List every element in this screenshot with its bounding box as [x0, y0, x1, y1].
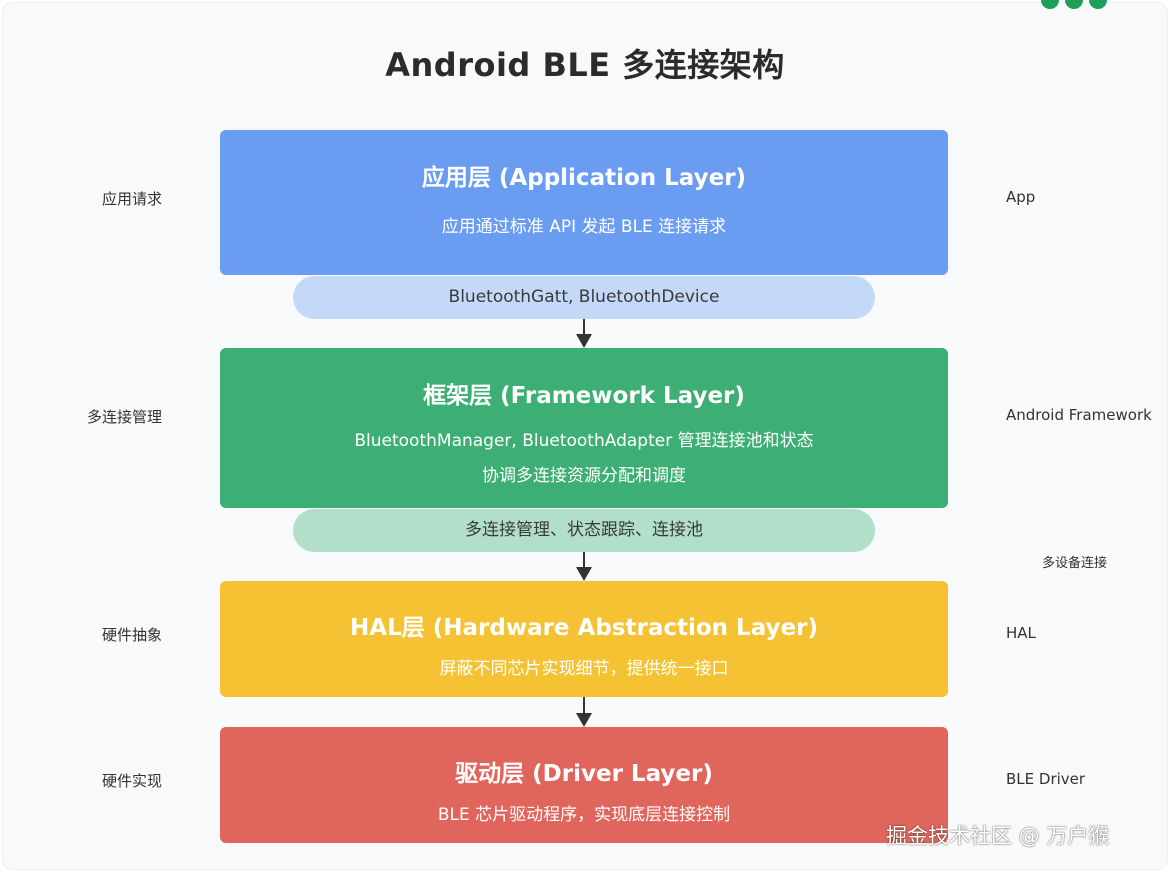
dot-icon [1041, 0, 1059, 9]
application-layer-box: 应用层 (Application Layer) 应用通过标准 API 发起 BL… [220, 130, 948, 275]
window-dots [1041, 0, 1107, 9]
hal-layer-title: HAL层 (Hardware Abstraction Layer) [350, 615, 818, 641]
hal-layer-box: HAL层 (Hardware Abstraction Layer) 屏蔽不同芯片… [220, 581, 948, 697]
application-layer-title: 应用层 (Application Layer) [421, 165, 747, 191]
left-label-framework: 多连接管理 [86, 408, 162, 426]
left-label-driver: 硬件实现 [101, 772, 162, 790]
arrow-down-icon [576, 552, 592, 581]
multi-device-label: 多设备连接 [1042, 556, 1108, 571]
arrow-down-icon [576, 697, 592, 727]
driver-layer-box: 驱动层 (Driver Layer) BLE 芯片驱动程序，实现底层连接控制 [220, 727, 948, 843]
arrow-down-icon [576, 319, 592, 348]
right-label-driver: BLE Driver [1006, 770, 1086, 788]
right-label-app: App [1006, 188, 1036, 206]
right-label-framework: Android Framework [1006, 406, 1152, 424]
connector-app-framework: BluetoothGatt, BluetoothDevice [293, 276, 875, 319]
dot-icon [1089, 0, 1107, 9]
framework-layer-box: 框架层 (Framework Layer) BluetoothManager, … [220, 348, 948, 508]
framework-layer-desc-2: 协调多连接资源分配和调度 [482, 466, 686, 486]
driver-layer-desc: BLE 芯片驱动程序，实现底层连接控制 [437, 805, 731, 825]
left-label-hal: 硬件抽象 [101, 626, 162, 644]
application-layer-desc: 应用通过标准 API 发起 BLE 连接请求 [441, 217, 727, 237]
watermark: 掘金技术社区 @ 万户猴 [886, 824, 1110, 848]
connector-framework-hal: 多连接管理、状态跟踪、连接池 [293, 509, 875, 552]
diagram-title: Android BLE 多连接架构 [385, 46, 785, 84]
left-label-app: 应用请求 [101, 190, 162, 208]
right-label-hal: HAL [1006, 624, 1036, 642]
hal-layer-desc: 屏蔽不同芯片实现细节，提供统一接口 [439, 659, 729, 679]
driver-layer-title: 驱动层 (Driver Layer) [455, 761, 713, 787]
framework-layer-title: 框架层 (Framework Layer) [423, 383, 745, 409]
dot-icon [1065, 0, 1083, 9]
framework-layer-desc: BluetoothManager, BluetoothAdapter 管理连接池… [354, 431, 814, 451]
